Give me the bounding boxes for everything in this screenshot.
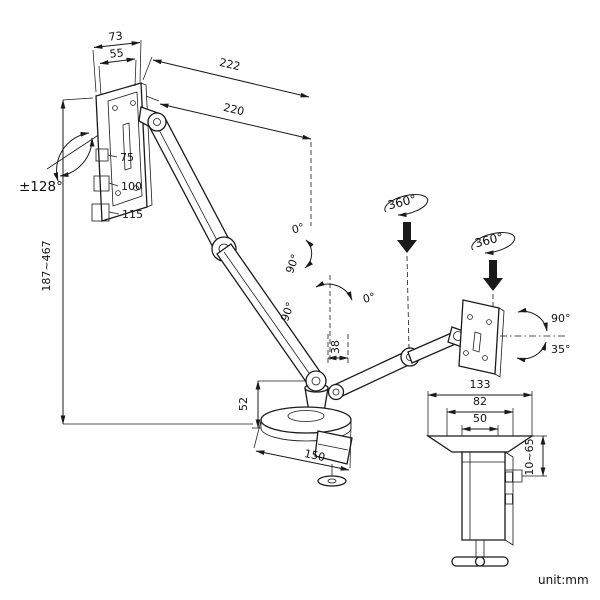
down-arrow-icon — [397, 222, 417, 253]
pan-annotation-lower: 0° 90° — [278, 275, 377, 362]
vesa-75-label: 75 — [120, 151, 134, 164]
tilt-range-annotation: ±128° — [19, 131, 101, 195]
shoulder-joint — [147, 112, 167, 132]
base-screw-knob — [317, 475, 347, 487]
axis-offset-label: 38 — [329, 340, 342, 354]
tilt-range-label: ±128° — [19, 179, 63, 195]
vesa-115-square — [91, 203, 110, 222]
head-tilt-up-label: 90° — [551, 312, 571, 325]
vesa-100-square — [93, 175, 110, 192]
dim-forearm-220: 220 — [145, 95, 312, 226]
head-tilt-down-label: 35° — [551, 343, 571, 356]
rotation-2-label: 360° — [473, 230, 504, 251]
upper-arm-length-label: 222 — [218, 56, 241, 73]
clamp-jaw — [504, 469, 523, 483]
rotation-callout-1: 360° — [384, 192, 429, 350]
dim-plate-width-73: 73 — [92, 29, 142, 93]
pan-zero-1-label: 0° — [290, 221, 305, 237]
clamp-detail: 133 82 50 10~65 — [425, 378, 547, 567]
pan-ninety-1-label: 90° — [283, 252, 302, 275]
rotation-callout-2: 360° — [471, 230, 516, 306]
dim-column-height-52: 52 — [237, 380, 306, 429]
vesa-pattern-legend: 75 100 115 — [91, 148, 143, 222]
pan-annotation-upper: 0° 90° — [283, 221, 314, 275]
clamp-inner-width-label: 50 — [473, 412, 487, 425]
link-base-joint — [327, 383, 345, 401]
column-height-label: 52 — [237, 397, 250, 411]
pan-zero-2-label: 0° — [361, 290, 376, 306]
head-tilt-annotation: 90° 35° — [500, 307, 571, 363]
vesa-115-label: 115 — [122, 208, 143, 221]
dim-upper-arm-222: 222 — [142, 56, 310, 98]
dim-axis-offset-38: 38 — [327, 334, 349, 364]
down-arrow-icon — [483, 260, 503, 291]
right-vesa-plate — [458, 299, 505, 378]
clamp-grip-range-label: 10~65 — [523, 438, 536, 475]
clamp-outer-width-label: 133 — [470, 378, 491, 391]
dim-plate-inner-width-55: 55 — [98, 46, 137, 96]
base-top-joint — [305, 370, 327, 392]
dim-base-diameter-150: 150 — [253, 420, 352, 471]
rear-link-arm — [327, 326, 467, 401]
forearm-length-label: 220 — [222, 101, 245, 118]
pan-ninety-2-label: 90° — [278, 300, 297, 323]
unit-label: unit:mm — [538, 573, 589, 587]
clamp-mid-width-label: 82 — [473, 395, 487, 408]
rotation-1-label: 360° — [386, 192, 417, 213]
clamp-body — [461, 451, 506, 541]
height-range-label: 187~467 — [40, 240, 53, 291]
vesa-100-label: 100 — [121, 180, 142, 193]
clamp-top-plate — [425, 435, 535, 453]
upper-arm-segment — [147, 112, 237, 262]
base-diameter-label: 150 — [303, 447, 326, 464]
plate-inner-width-label: 55 — [109, 46, 124, 60]
plate-width-label: 73 — [108, 29, 123, 43]
